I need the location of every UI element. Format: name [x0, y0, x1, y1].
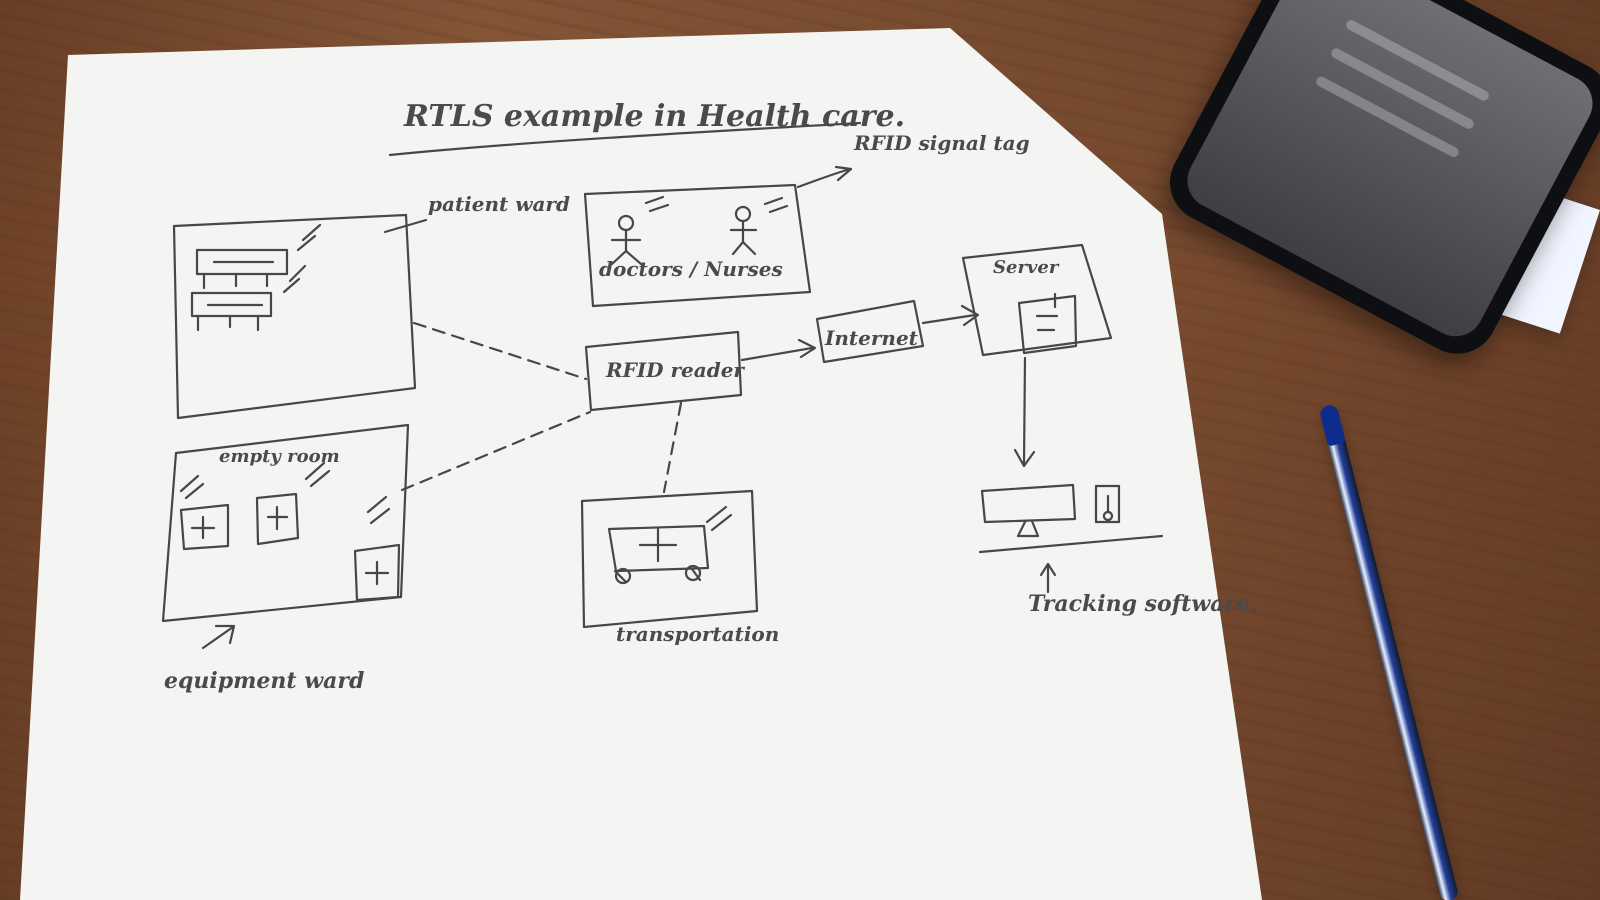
- rfid-tag-arrow: [796, 165, 853, 189]
- server-label: Server: [993, 257, 1060, 278]
- signal-tag-icon: [179, 461, 391, 525]
- patient-ward-label: patient ward: [428, 192, 570, 216]
- server-box: [961, 243, 1113, 357]
- rfid-reader-label: RFID reader: [605, 358, 745, 382]
- internet-label: Internet: [824, 326, 919, 350]
- transportation-box: [580, 489, 759, 629]
- medical-cross-icon: [638, 527, 678, 563]
- patient-ward-label-leader: [383, 218, 428, 234]
- transportation-to-reader-link: [662, 401, 683, 494]
- server-document-icon: [1017, 292, 1078, 355]
- transportation-label: transportation: [616, 622, 779, 646]
- doctor-head-icon: [617, 214, 635, 232]
- medical-cabinet-icon: [353, 543, 401, 602]
- patient-ward-box: [172, 213, 417, 420]
- patient-ward-to-reader-link: [412, 321, 588, 381]
- signal-tag-icon: [282, 223, 322, 294]
- internet-to-server-arrow: [921, 304, 980, 327]
- rfid-reader-box: [584, 330, 743, 412]
- rfid-signal-tag-label: RFID signal tag: [853, 131, 1030, 155]
- patient-bed-icon: [195, 248, 289, 290]
- server-to-tracking-arrow: [1013, 356, 1036, 468]
- tracking-pointer-arrow: [1039, 562, 1057, 594]
- medical-cabinet-icon: [179, 503, 230, 551]
- nurse-head-icon: [734, 205, 752, 223]
- equipment-ward-label: equipment ward: [164, 668, 364, 694]
- ambulance-wheel-icon: [684, 564, 702, 582]
- patient-bed-icon: [190, 291, 273, 332]
- equipment-ward-pointer-arrow: [201, 624, 236, 650]
- ambulance-wheel-icon: [614, 567, 632, 585]
- diagram-title: RTLS example in Health care.: [403, 99, 905, 134]
- signal-tag-icon: [705, 505, 733, 532]
- tracking-baseline: [978, 534, 1164, 554]
- empty-room-label: empty room: [219, 446, 340, 467]
- tracking-software-label: Tracking software.: [1028, 591, 1258, 617]
- doctor-icon: [610, 228, 643, 266]
- equipment-ward-box: [161, 423, 410, 623]
- internet-box: [815, 299, 925, 364]
- tracking-workstation-icon: [980, 483, 1121, 538]
- equipment-ward-to-reader-link: [400, 410, 592, 492]
- reader-to-internet-arrow: [740, 338, 817, 362]
- doctors-nurses-box: [583, 183, 812, 308]
- medical-cabinet-icon: [255, 492, 300, 546]
- signal-tag-icon: [644, 195, 789, 214]
- nurse-icon: [729, 219, 758, 256]
- doctors-nurses-label: doctors / Nurses: [599, 257, 783, 281]
- title-underline: [388, 121, 862, 157]
